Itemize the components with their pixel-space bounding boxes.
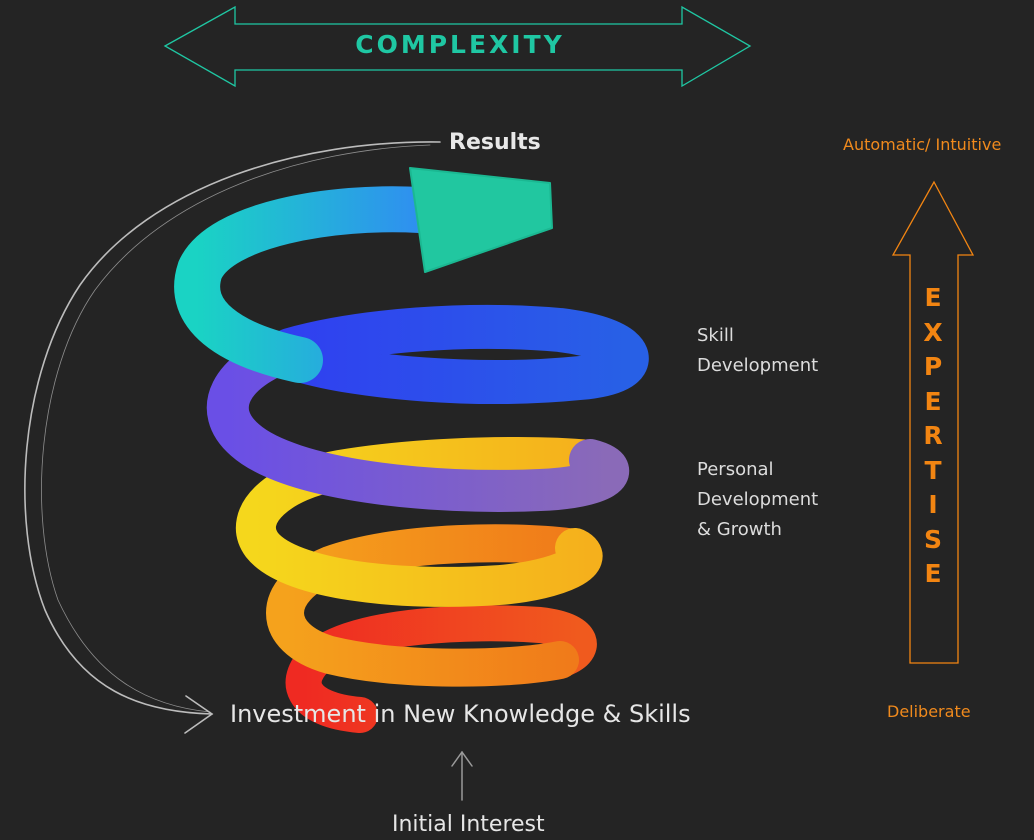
expertise-letter: S xyxy=(923,524,942,554)
expertise-arrow-icon xyxy=(891,180,975,664)
expertise-letter: I xyxy=(928,490,938,519)
expertise-letter: E xyxy=(924,386,942,416)
personal-development-label: Personal Development & Growth xyxy=(697,455,847,545)
automatic-intuitive-label: Automatic/ Intuitive xyxy=(843,135,1002,154)
skill-development-label: Skill Development xyxy=(697,321,847,381)
complexity-arrow-icon xyxy=(163,5,752,88)
feedback-arrow-icon xyxy=(24,141,441,734)
deliberate-label: Deliberate xyxy=(887,702,971,721)
expertise-label: E X P E R T I S E xyxy=(918,281,948,592)
expertise-letter: E xyxy=(924,559,942,588)
initial-interest-label: Initial Interest xyxy=(392,812,545,837)
complexity-label: COMPLEXITY xyxy=(355,30,565,59)
skill-development-line: Skill xyxy=(697,325,734,346)
investment-label: Investment in New Knowledge & Skills xyxy=(230,700,691,728)
expertise-letter: X xyxy=(923,317,943,347)
personal-development-line: Development xyxy=(697,489,819,510)
expertise-letter: P xyxy=(923,352,943,381)
expertise-letter: E xyxy=(924,283,942,312)
skill-development-line: Development xyxy=(697,355,819,376)
results-label: Results xyxy=(449,130,541,155)
spiral-icon xyxy=(174,167,649,733)
expertise-letter: T xyxy=(924,455,942,485)
personal-development-line: & Growth xyxy=(697,519,782,540)
personal-development-line: Personal xyxy=(697,459,774,480)
expertise-letter: R xyxy=(923,421,943,450)
interest-arrow-icon xyxy=(451,750,473,801)
